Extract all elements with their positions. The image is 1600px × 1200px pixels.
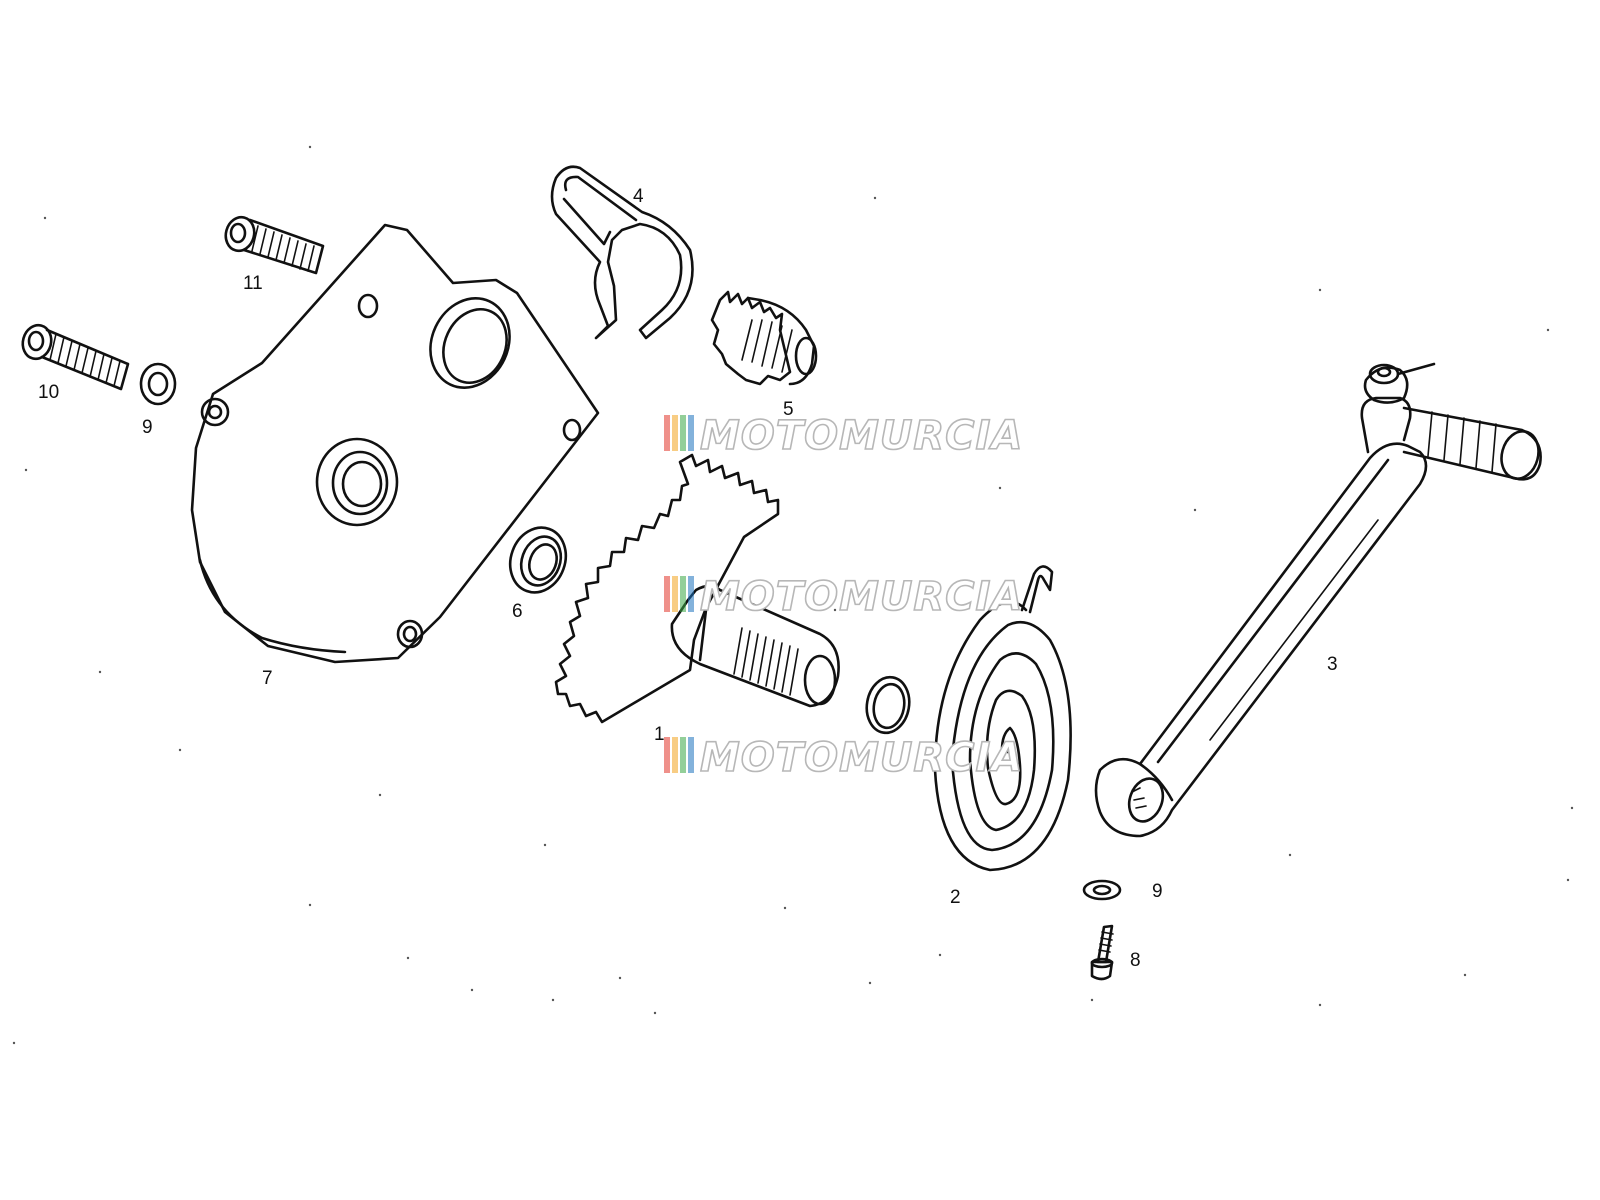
label-part-9-right: 9 xyxy=(1152,881,1163,902)
watermark-middle: MOTOMURCIA xyxy=(664,573,1023,621)
part-8-screw xyxy=(1090,924,1114,981)
part-10-bolt xyxy=(21,323,130,391)
part-3-kick-lever xyxy=(1094,362,1542,838)
watermark-text: MOTOMURCIA xyxy=(700,574,1023,620)
watermark-text: MOTOMURCIA xyxy=(700,413,1023,459)
part-4-wire-clip xyxy=(550,165,694,340)
label-part-3: 3 xyxy=(1327,654,1338,675)
label-part-5: 5 xyxy=(783,399,794,420)
part-2-spiral-spring xyxy=(933,565,1072,872)
part-9-washer-right xyxy=(1082,879,1122,901)
paper-specks xyxy=(12,145,1574,1045)
part-5-pinion-gear xyxy=(710,290,818,386)
label-part-7: 7 xyxy=(262,668,273,689)
watermark-text: MOTOMURCIA xyxy=(700,735,1023,781)
label-part-4: 4 xyxy=(633,186,644,207)
part-11-bolt xyxy=(224,215,325,275)
part-9-washer-left xyxy=(139,362,177,406)
label-part-2: 2 xyxy=(950,887,961,908)
watermark-top: MOTOMURCIA xyxy=(664,412,1023,460)
label-part-1: 1 xyxy=(654,724,665,745)
part-ring-small xyxy=(865,675,911,735)
label-part-10: 10 xyxy=(38,382,59,403)
label-part-11: 11 xyxy=(243,273,263,294)
label-part-9-left: 9 xyxy=(142,417,153,438)
part-6-seal xyxy=(508,526,568,594)
part-labels: 1 2 3 4 5 6 7 8 9 9 10 11 xyxy=(38,186,1338,971)
label-part-8: 8 xyxy=(1130,950,1141,971)
label-part-6: 6 xyxy=(512,601,523,622)
watermark-bottom: MOTOMURCIA xyxy=(664,734,1023,782)
part-7-cover-plate xyxy=(190,223,600,664)
part-1-kickstart-shaft xyxy=(554,453,840,724)
